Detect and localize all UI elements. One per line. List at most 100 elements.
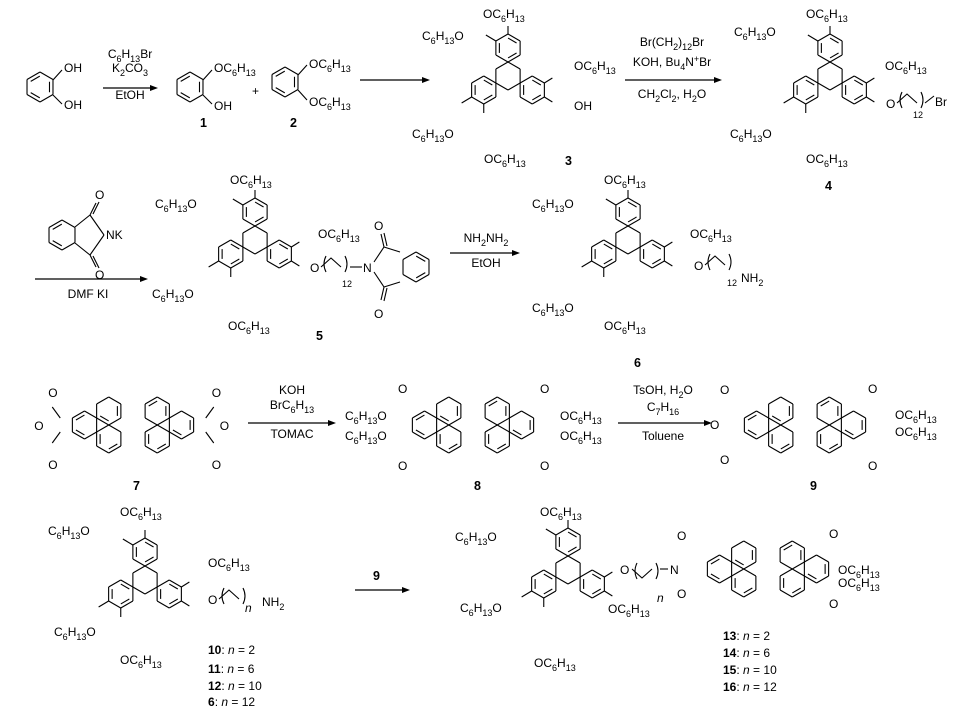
double-bond	[844, 429, 854, 436]
substituent-bond	[297, 89, 308, 101]
triphenylene-right	[519, 75, 533, 84]
double-bond	[415, 255, 426, 262]
triphenylene-top	[555, 527, 569, 536]
triphenylene-right	[579, 569, 593, 578]
triphenylene-left	[218, 260, 232, 269]
double-bond	[448, 443, 458, 450]
substituent-bond	[544, 96, 553, 103]
double-bond	[792, 587, 802, 594]
perylene-ring	[756, 431, 769, 440]
perylene-ring	[108, 417, 122, 426]
triphenylene-top	[144, 537, 158, 546]
double-bond	[627, 216, 637, 223]
double-bond	[603, 258, 613, 265]
perylene-ring	[828, 417, 842, 426]
triphenylene-right	[651, 260, 665, 269]
double-bond	[783, 544, 793, 551]
triphenylene-core	[615, 246, 629, 255]
compound-2-ring	[284, 66, 299, 75]
phthalimide-ring	[48, 242, 63, 251]
double-bond	[734, 559, 744, 566]
double-bond	[854, 94, 864, 101]
triphenylene-right	[156, 600, 170, 609]
perylene-ring	[768, 424, 782, 433]
triphenylene-left	[543, 590, 557, 599]
compound-4-label: 4	[825, 179, 832, 193]
compound-7-o-left-top: O	[48, 386, 57, 400]
perylene-ring	[436, 445, 450, 454]
triphenylene-left	[471, 96, 485, 105]
compound-3-ohex-bottom: OC6H13	[484, 152, 526, 169]
compound-9-o-ring: O	[710, 418, 719, 432]
product-ohex-bl: C6H13O	[460, 601, 502, 618]
triphenylene-right	[168, 600, 182, 609]
triphenylene-right	[168, 579, 182, 588]
triphenylene-right	[531, 96, 545, 105]
compound-4-ohex-top: OC6H13	[806, 7, 848, 24]
perylene-ring	[84, 410, 97, 419]
compound-3-label: 3	[565, 154, 572, 168]
double-bond	[854, 79, 864, 86]
compound-6-label: 6	[634, 356, 641, 370]
compound-2-ohex-top: OC6H13	[309, 57, 351, 74]
double-bond	[592, 573, 602, 580]
compound-5-diene-ring	[402, 251, 417, 260]
compound-4-ohex-tl: C6H13O	[734, 25, 776, 42]
perylene-ring	[521, 431, 534, 440]
double-bond	[512, 429, 522, 436]
perylene-ring	[169, 431, 182, 440]
reagent-7: 9	[373, 569, 380, 583]
compound-10-ohex-top: OC6H13	[120, 505, 162, 522]
reagent-5-line2: BrC6H13	[270, 398, 314, 415]
catechol-ring	[26, 94, 41, 103]
substituent-bond	[545, 528, 557, 536]
perylene-ring	[484, 396, 498, 405]
catechol-oh-bottom: OH	[64, 98, 82, 112]
compound-5-ether-o: O	[310, 261, 319, 275]
compound-10-ohex-bottom: OC6H13	[120, 653, 162, 670]
double-bond	[780, 443, 790, 450]
phthalimide-ring	[61, 242, 76, 251]
perylene-ring	[719, 554, 732, 563]
perylene-ring	[96, 417, 110, 426]
triphenylene-top	[242, 218, 256, 227]
triphenylene-top	[829, 54, 843, 63]
double-bond	[52, 240, 63, 247]
double-bond	[567, 531, 577, 538]
substituent-bond	[485, 34, 497, 42]
reagent-6-line1: TsOH, H2O	[633, 383, 693, 400]
perylene-ring	[496, 396, 510, 405]
substituent-bond	[604, 590, 613, 597]
amine-series-item: 11: n = 6	[208, 662, 255, 676]
perylene-ring	[72, 410, 85, 419]
perylene-ring	[719, 575, 732, 584]
amine-series-item: 12: n = 10	[208, 679, 262, 693]
triphenylene-left	[591, 239, 605, 248]
carbonyl-bond	[380, 233, 385, 248]
imide-bond	[373, 246, 385, 263]
triphenylene-core	[829, 82, 843, 91]
triphenylene-right	[651, 239, 665, 248]
product-ester-o-top: O	[829, 527, 838, 541]
substituent-bond	[232, 198, 244, 206]
double-bond	[710, 573, 720, 580]
double-bond	[592, 588, 602, 595]
substituent-bond	[783, 96, 794, 104]
compound-5-ohex-top: OC6H13	[230, 173, 272, 190]
arrow-step-1-head	[150, 85, 158, 91]
arrow-step-6-head	[328, 420, 336, 426]
compound-5-n: N	[363, 261, 372, 275]
arrow-step-8-head	[402, 587, 410, 593]
triphenylene-top	[507, 33, 521, 42]
product-series-item: 15: n = 10	[723, 663, 777, 677]
triphenylene-right	[853, 75, 867, 84]
compound-5-chain-bracket-right	[344, 255, 348, 273]
double-bond	[439, 415, 449, 422]
double-bond	[254, 201, 264, 208]
compound-9-o-2: O	[720, 453, 729, 467]
triphenylene-right	[591, 569, 605, 578]
perylene-ring	[181, 410, 194, 419]
triphenylene-top	[507, 54, 521, 63]
carbonyl-bond	[92, 201, 100, 215]
perylene-ring	[436, 396, 450, 405]
